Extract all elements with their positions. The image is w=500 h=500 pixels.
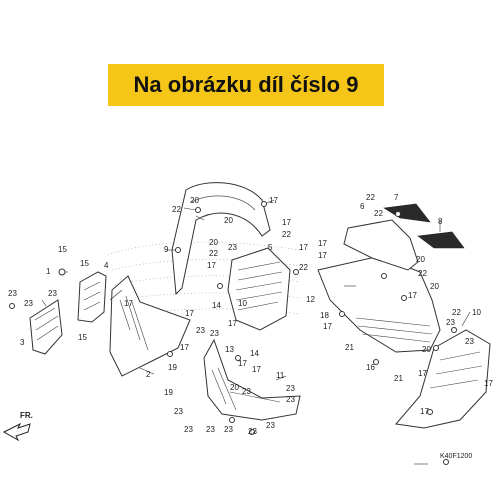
callout: 17 — [185, 309, 194, 318]
callout: 17 — [228, 319, 237, 328]
part-number-banner: Na obrázku díl číslo 9 — [108, 64, 384, 106]
callout: 8 — [438, 217, 443, 226]
callout: 19 — [164, 388, 173, 397]
callout: 23 — [8, 289, 17, 298]
callout: 19 — [168, 363, 177, 372]
callout: 1 — [46, 267, 51, 276]
callout: 17 — [207, 261, 216, 270]
callout: 14 — [212, 301, 221, 310]
callout: 17 — [408, 291, 417, 300]
callout: 17 — [252, 365, 261, 374]
callout: 13 — [225, 345, 234, 354]
callout: 17 — [124, 299, 133, 308]
callout: 23 — [196, 326, 205, 335]
callout: 23 — [242, 387, 251, 396]
callout: 23 — [248, 427, 257, 436]
callout: 20 — [430, 282, 439, 291]
callout: 22 — [418, 269, 427, 278]
part-4-bracket — [77, 271, 107, 323]
callout: 15 — [58, 245, 67, 254]
callout: 23 — [266, 421, 275, 430]
callout: 23 — [206, 425, 215, 434]
callout: 5 — [268, 243, 273, 252]
callout: 17 — [418, 369, 427, 378]
callout: 20 — [416, 255, 425, 264]
callout: 22 — [452, 308, 461, 317]
leader-lines — [41, 199, 471, 465]
callout: 23 — [286, 384, 295, 393]
callout: 23 — [184, 425, 193, 434]
callout: 17 — [269, 196, 278, 205]
callout: 17 — [323, 322, 332, 331]
callout: 4 — [104, 261, 109, 270]
banner-text: Na obrázku díl číslo 9 — [133, 72, 359, 97]
callout: 17 — [299, 243, 308, 252]
callout: 3 — [20, 338, 25, 347]
callout: 22 — [299, 263, 308, 272]
callout: 20 — [190, 196, 199, 205]
callout: 23 — [446, 318, 455, 327]
callout: 11 — [276, 371, 285, 380]
callout: 17 — [484, 379, 493, 388]
callout: 23 — [224, 425, 233, 434]
callout: 23 — [24, 299, 33, 308]
callout: 15 — [80, 259, 89, 268]
callout: 6 — [360, 202, 365, 211]
diagram-code: K40F1200 — [440, 453, 472, 460]
fasteners — [9, 201, 457, 465]
part-7-top-bracket — [383, 203, 431, 223]
callout: 17 — [180, 343, 189, 352]
callout: 17 — [282, 218, 291, 227]
part-8-side-bracket — [417, 231, 465, 249]
callout: 22 — [374, 209, 383, 218]
callout: 20 — [209, 238, 218, 247]
callout: 9 — [164, 245, 169, 254]
callout: 17 — [238, 359, 247, 368]
callout: 17 — [420, 407, 429, 416]
callout: 2 — [146, 370, 151, 379]
part-6-upper-inner — [343, 219, 419, 271]
callout: 10 — [472, 308, 481, 317]
callout: 20 — [224, 216, 233, 225]
callout: 21 — [394, 374, 403, 383]
callout: 23 — [210, 329, 219, 338]
callout: 22 — [366, 193, 375, 202]
callout: 16 — [366, 363, 375, 372]
callout: 14 — [250, 349, 259, 358]
callout: 21 — [345, 343, 354, 352]
callout: 7 — [394, 193, 399, 202]
callout: 22 — [282, 230, 291, 239]
callout: 20 — [422, 345, 431, 354]
callout: 23 — [48, 289, 57, 298]
callout: 18 — [320, 311, 329, 320]
callout: 23 — [174, 407, 183, 416]
part-3-side-cover — [29, 299, 63, 355]
part-11-lower-spoiler — [203, 338, 301, 421]
callout: 10 — [238, 299, 247, 308]
callout: 23 — [465, 337, 474, 346]
direction-label: FR. — [20, 411, 33, 420]
callout: 22 — [172, 205, 181, 214]
callout: 23 — [286, 395, 295, 404]
callout: 22 — [209, 249, 218, 258]
callout: 17 — [318, 239, 327, 248]
callout: 20 — [230, 383, 239, 392]
callouts: 22 20 20 17 17 22 9 20 22 23 5 17 22 17 … — [8, 193, 493, 436]
part-5-inner-cover — [227, 247, 291, 331]
callout: 12 — [306, 295, 315, 304]
callout: 23 — [228, 243, 237, 252]
callout: 15 — [78, 333, 87, 342]
front-direction-arrow: FR. — [2, 411, 33, 442]
callout: 17 — [318, 251, 327, 260]
